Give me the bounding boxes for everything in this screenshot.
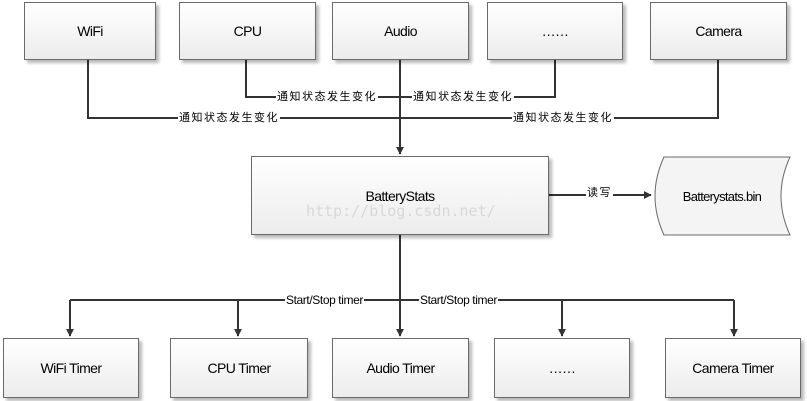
start-stop-label-right: Start/Stop timer [419, 293, 498, 307]
module-cpu: CPU [179, 2, 316, 60]
watermark: http://blog.csdn.net/ [306, 202, 496, 220]
timer-cpu: CPU Timer [170, 338, 308, 398]
module-audio: Audio [332, 2, 469, 60]
notify-label-cpu: 通知状态发生变化 [276, 90, 378, 104]
batterystats-box: BatteryStats [251, 156, 549, 235]
notify-label-dots: 通知状态发生变化 [412, 90, 514, 104]
storage-label: Batterystats.bin [682, 188, 762, 204]
notify-label-wifi: 通知状态发生变化 [178, 111, 280, 125]
timer-wifi: WiFi Timer [3, 338, 139, 398]
wifi-connector [87, 60, 400, 119]
timer-more: …… [494, 338, 630, 398]
timer-audio: Audio Timer [332, 338, 469, 398]
timer-camera: Camera Timer [665, 338, 801, 398]
notify-label-camera: 通知状态发生变化 [512, 111, 614, 125]
start-stop-label-left: Start/Stop timer [285, 293, 364, 307]
read-write-label: 读写 [586, 186, 613, 200]
storage-shape [654, 156, 791, 236]
module-wifi: WiFi [24, 2, 156, 60]
module-more: …… [487, 2, 623, 60]
camera-connector [400, 60, 719, 119]
module-camera: Camera [650, 2, 787, 60]
